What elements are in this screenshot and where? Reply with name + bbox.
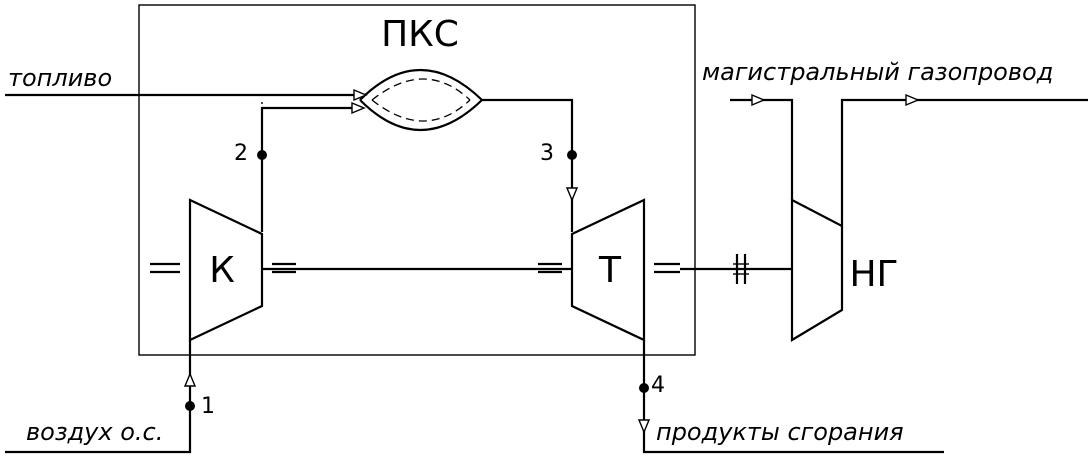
gtu-enclosure (138, 4, 696, 356)
pipeline-inlet-arrow (751, 93, 766, 107)
compressed-air-line (260, 106, 360, 232)
combustion-chamber (359, 69, 483, 131)
compressor-label: К (209, 250, 235, 291)
pipeline-label: магистральный газопровод (702, 58, 1053, 86)
point-3-dot (567, 150, 577, 160)
fuel-arrow (353, 88, 368, 102)
point-1-label: 1 (201, 394, 215, 419)
supercharger-body (790, 198, 844, 342)
point-2-dot (257, 150, 267, 160)
exhaust-arrow (637, 419, 651, 434)
exhaust-line (642, 340, 944, 454)
point-4-label: 4 (651, 373, 665, 398)
point-3-label: 3 (540, 141, 554, 166)
hot-gas-line (482, 98, 574, 232)
point-4-dot (639, 383, 649, 393)
air-label: воздух о.с. (26, 418, 163, 446)
gas-to-turbine-arrow (565, 187, 579, 202)
turbine-label: Т (598, 250, 622, 291)
chamber-label: ПКС (381, 14, 459, 55)
pipeline-outlet-arrow (905, 93, 920, 107)
shaft-coupling (733, 254, 749, 284)
compressor-body (188, 198, 264, 342)
shaft-ticks (150, 262, 680, 274)
pipeline-inlet (730, 98, 794, 200)
air-to-chamber-arrow (351, 101, 366, 115)
supercharger-label: НГ (849, 254, 898, 295)
pipeline-outlet (840, 98, 1088, 226)
air-inlet-arrow (183, 372, 197, 387)
products-label: продукты сгорания (656, 418, 904, 446)
fuel-label: топливо (8, 64, 112, 92)
point-1-dot (185, 401, 195, 411)
point-2-label: 2 (234, 141, 248, 166)
